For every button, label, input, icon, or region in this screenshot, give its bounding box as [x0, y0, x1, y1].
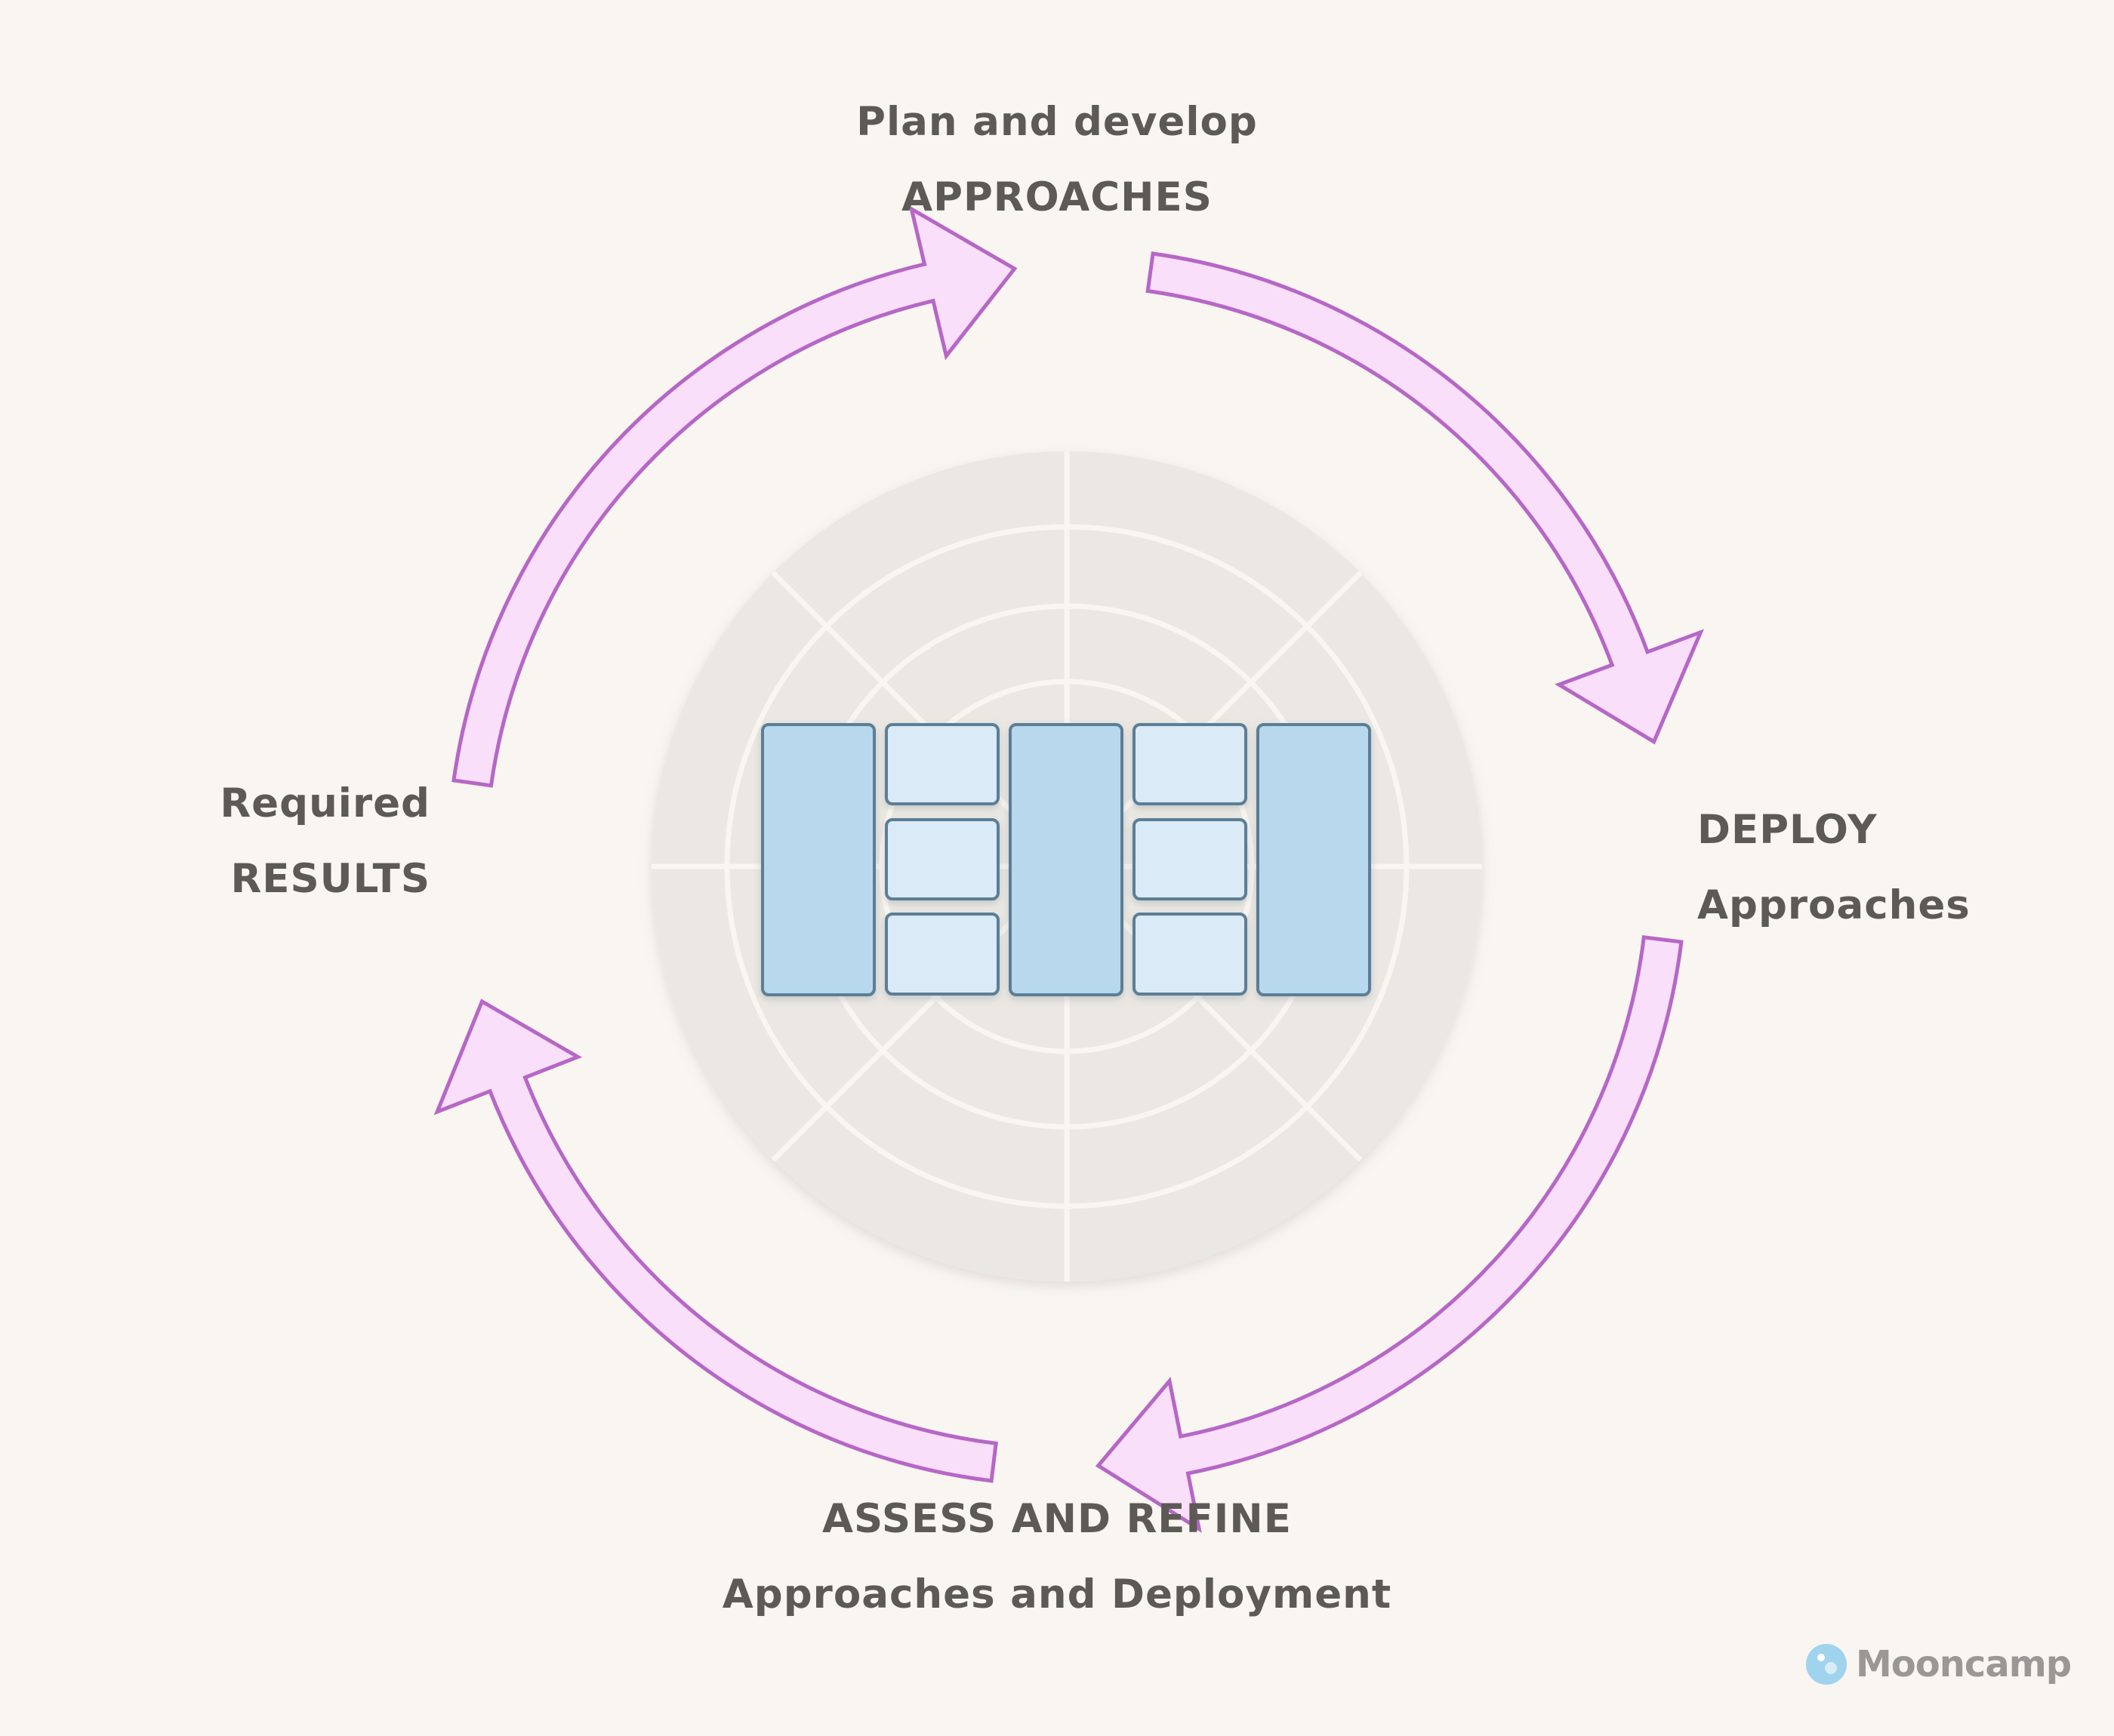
stage-results-line1: Required	[220, 780, 430, 826]
brand-watermark: Mooncamp	[1804, 1638, 2072, 1691]
arrow-plan-to-deploy	[1145, 251, 1705, 745]
board-card	[885, 818, 1000, 900]
stage-assess-line2: Approaches and Deployment	[722, 1571, 1392, 1617]
arrow-deploy-to-assess	[1095, 935, 1684, 1533]
arrow-assess-to-results	[433, 999, 998, 1483]
board-card	[1132, 913, 1247, 996]
board-card	[1132, 723, 1247, 805]
stage-plan-label: Plan and develop APPROACHES	[661, 85, 1453, 235]
stage-deploy-line2: Approaches	[1697, 882, 1971, 928]
stage-assess-label: ASSESS AND REFINE Approaches and Deploym…	[604, 1482, 1510, 1633]
board-card	[885, 913, 1000, 996]
cycle-arrows	[433, 205, 1705, 1533]
stage-plan-line1: Plan and develop	[856, 99, 1258, 145]
board-card	[1132, 818, 1247, 900]
board-column	[761, 723, 876, 996]
stage-results-line2: RESULTS	[230, 856, 430, 902]
board-column	[1009, 723, 1123, 996]
kanban-board	[761, 723, 1371, 996]
board-card	[885, 723, 1000, 805]
stage-results-label: Required RESULTS	[128, 766, 430, 917]
arrow-results-to-plan	[451, 205, 1018, 788]
brand-name: Mooncamp	[1856, 1643, 2072, 1685]
stage-deploy-line1: DEPLOY	[1697, 807, 1878, 853]
stage-assess-line1: ASSESS AND REFINE	[822, 1496, 1292, 1542]
mooncamp-logo-icon	[1806, 1644, 1847, 1685]
stage-deploy-label: DEPLOY Approaches	[1697, 793, 1971, 943]
stage-plan-line2: APPROACHES	[901, 174, 1213, 220]
board-column	[1256, 723, 1371, 996]
